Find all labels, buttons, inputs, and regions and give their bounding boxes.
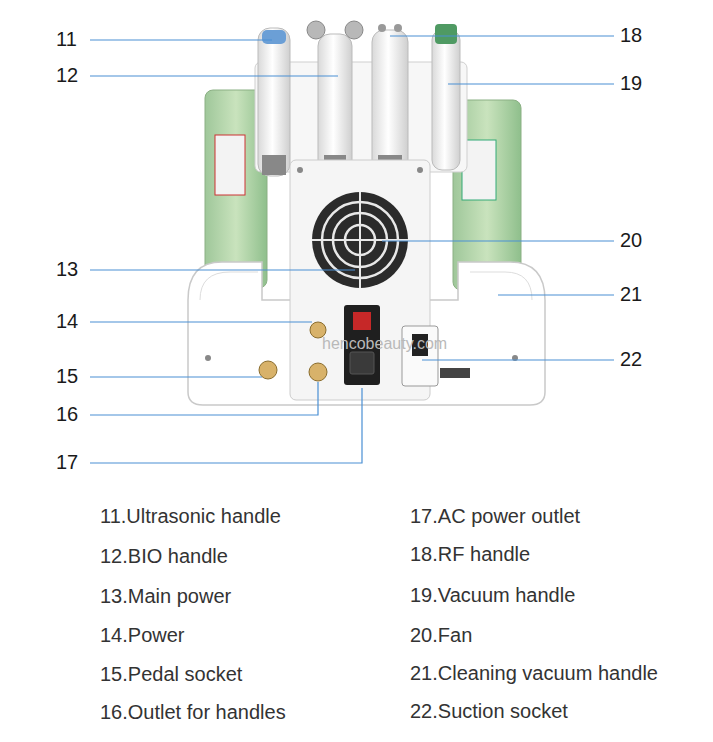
callout-number: 18 bbox=[620, 24, 642, 47]
callout-number: 16 bbox=[56, 403, 78, 426]
callout-number: 14 bbox=[56, 310, 78, 333]
callout-number: 13 bbox=[56, 258, 78, 281]
part-legend-item: 22.Suction socket bbox=[410, 700, 568, 723]
callout-number: 12 bbox=[56, 64, 78, 87]
callout-number: 15 bbox=[56, 365, 78, 388]
part-legend-item: 12.BIO handle bbox=[100, 545, 228, 568]
part-legend-item: 16.Outlet for handles bbox=[100, 701, 286, 724]
part-legend-item: 21.Cleaning vacuum handle bbox=[410, 662, 658, 685]
part-legend-item: 15.Pedal socket bbox=[100, 663, 242, 686]
part-legend-item: 20.Fan bbox=[410, 624, 472, 647]
part-legend-item: 19.Vacuum handle bbox=[410, 584, 575, 607]
part-legend-item: 17.AC power outlet bbox=[410, 505, 580, 528]
watermark: hencobeauty.com bbox=[322, 335, 447, 353]
part-legend-item: 18.RF handle bbox=[410, 543, 530, 566]
part-legend-item: 14.Power bbox=[100, 624, 185, 647]
callout-number: 22 bbox=[620, 348, 642, 371]
callout-number: 19 bbox=[620, 72, 642, 95]
callout-number: 17 bbox=[56, 451, 78, 474]
part-legend-item: 13.Main power bbox=[100, 585, 231, 608]
callout-number: 11 bbox=[56, 28, 77, 51]
callout-number: 21 bbox=[620, 283, 642, 306]
leader-lines bbox=[90, 36, 614, 463]
callout-number: 20 bbox=[620, 229, 642, 252]
part-legend-item: 11.Ultrasonic handle bbox=[100, 505, 281, 528]
